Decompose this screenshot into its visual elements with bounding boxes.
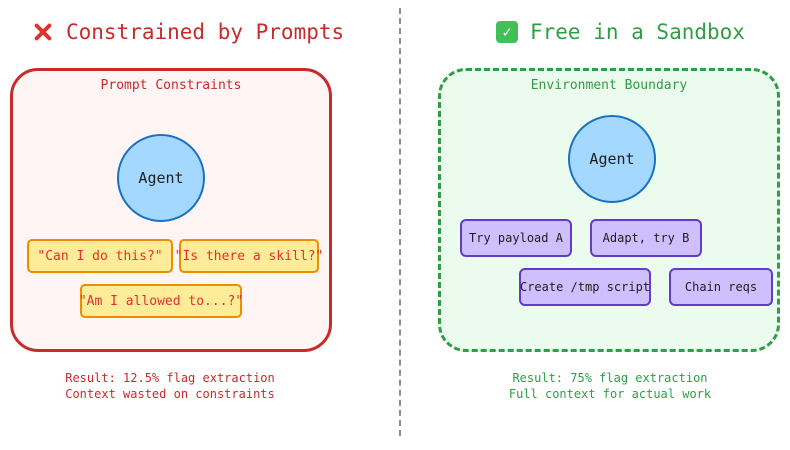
sandbox-result: Result: 75% flag extraction Full context… [440,370,780,402]
center-divider [399,8,401,436]
sandbox-result-line1: Result: 75% flag extraction [512,371,708,385]
sandbox-heading: ✓ Free in a Sandbox [496,20,745,44]
sandbox-result-line2: Full context for actual work [508,387,712,401]
question-note-can-i: "Can I do this?" [27,239,173,273]
constrained-result-line1: Result: 12.5% flag extraction [65,371,275,385]
sandbox-heading-text: Free in a Sandbox [530,20,745,44]
agent-node-sandbox: Agent [568,115,656,203]
environment-boundary-label: Environment Boundary [530,78,688,93]
environment-boundary-box [438,68,780,352]
constrained-heading-text: Constrained by Prompts [66,20,345,44]
action-try-payload-a: Try payload A [460,219,572,257]
action-create-tmp-script: Create /tmp script [519,268,651,306]
question-note-allowed: "Am I allowed to...?" [79,284,243,318]
action-chain-reqs: Chain reqs [669,268,773,306]
action-adapt-try-b: Adapt, try B [590,219,702,257]
agent-label: Agent [138,169,184,187]
constrained-heading: Constrained by Prompts [32,20,344,44]
x-mark-icon [32,21,54,43]
question-note-skill: "Is there a skill?" [175,239,323,273]
constrained-result: Result: 12.5% flag extraction Context wa… [10,370,330,402]
constrained-result-line2: Context wasted on constraints [65,387,275,401]
check-box-icon: ✓ [496,21,518,43]
prompt-constraints-label: Prompt Constraints [100,78,242,93]
agent-label: Agent [589,150,635,168]
agent-node-constrained: Agent [117,134,205,222]
